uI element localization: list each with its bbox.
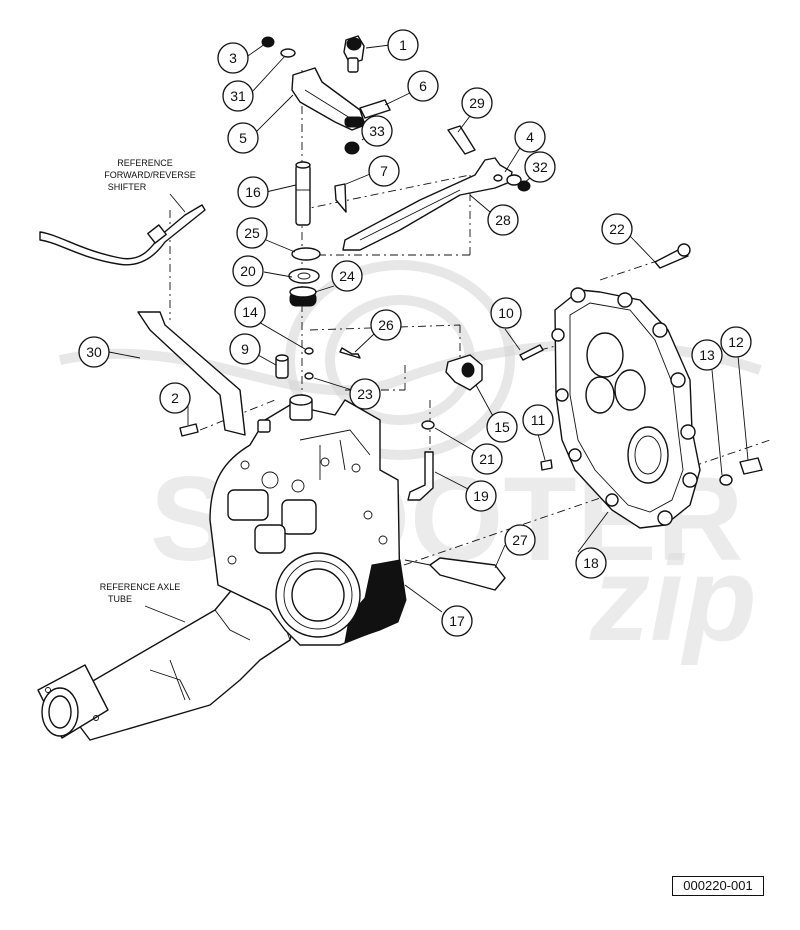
- svg-text:29: 29: [469, 95, 485, 111]
- callout-14: 14: [234, 296, 266, 328]
- shifter-cable: [39, 204, 206, 266]
- svg-text:20: 20: [240, 263, 256, 279]
- reference-shifter-label: REFERENCE FORWARD/REVERSE SHIFTER: [104, 158, 196, 213]
- svg-text:22: 22: [609, 221, 625, 237]
- callout-9: 9: [229, 333, 261, 365]
- axle-tube: [37, 579, 301, 741]
- svg-text:3: 3: [229, 50, 237, 66]
- svg-text:15: 15: [494, 419, 510, 435]
- drawing-number: 000220-001: [672, 876, 764, 896]
- svg-text:33: 33: [369, 123, 385, 139]
- callout-20: 20: [232, 255, 264, 287]
- svg-text:11: 11: [531, 412, 546, 428]
- callouts: 1 2 3 4 5 6 7 9 10 11 12 13 14 15 16 17 …: [78, 29, 752, 637]
- svg-text:10: 10: [498, 305, 514, 321]
- callout-17: 17: [441, 605, 473, 637]
- shift-lever: [342, 157, 513, 251]
- sealant-tube: [404, 557, 506, 591]
- svg-text:25: 25: [244, 225, 260, 241]
- svg-text:1: 1: [399, 37, 407, 53]
- callout-26: 26: [370, 309, 402, 341]
- svg-text:13: 13: [699, 347, 715, 363]
- callout-18: 18: [575, 547, 607, 579]
- svg-text:28: 28: [495, 212, 511, 228]
- callout-1: 1: [387, 29, 419, 61]
- callout-6: 6: [407, 70, 439, 102]
- reference-shifter-line-3: SHIFTER: [108, 182, 147, 192]
- small-parts: [137, 35, 763, 501]
- gear-case-housing: [209, 394, 407, 646]
- svg-text:31: 31: [230, 88, 246, 104]
- svg-text:5: 5: [239, 130, 247, 146]
- callout-22: 22: [601, 213, 633, 245]
- callout-15: 15: [486, 411, 518, 443]
- svg-text:17: 17: [449, 613, 465, 629]
- callout-32: 32: [524, 151, 556, 183]
- svg-text:21: 21: [479, 451, 495, 467]
- svg-text:30: 30: [86, 344, 102, 360]
- callout-16: 16: [237, 176, 269, 208]
- svg-text:19: 19: [473, 488, 489, 504]
- watermark-script: zip: [589, 532, 757, 666]
- svg-text:9: 9: [241, 341, 249, 357]
- svg-text:14: 14: [242, 304, 258, 320]
- callout-24: 24: [331, 260, 363, 292]
- svg-text:16: 16: [245, 184, 261, 200]
- reference-shifter-line-1: REFERENCE: [117, 158, 173, 168]
- callout-2: 2: [159, 382, 191, 414]
- callout-23: 23: [349, 378, 381, 410]
- svg-text:12: 12: [728, 334, 744, 350]
- reference-axle-label: REFERENCE AXLE TUBE: [100, 582, 186, 623]
- svg-text:32: 32: [532, 159, 548, 175]
- callout-5: 5: [227, 122, 259, 154]
- callout-10: 10: [490, 297, 522, 329]
- callout-4: 4: [514, 121, 546, 153]
- callout-11: 11: [522, 404, 554, 436]
- reference-axle-line-1: REFERENCE AXLE: [100, 582, 181, 592]
- svg-text:24: 24: [339, 268, 355, 284]
- bearing-plate-cover: [551, 287, 701, 529]
- svg-text:7: 7: [380, 163, 388, 179]
- callout-33: 33: [361, 115, 393, 147]
- svg-text:26: 26: [378, 317, 394, 333]
- callout-19: 19: [465, 480, 497, 512]
- callout-7: 7: [368, 155, 400, 187]
- callout-28: 28: [487, 204, 519, 236]
- svg-text:4: 4: [526, 129, 534, 145]
- shaft-washers: [288, 247, 321, 307]
- reference-shifter-line-2: FORWARD/REVERSE: [104, 170, 196, 180]
- callout-21: 21: [471, 443, 503, 475]
- callout-3: 3: [217, 42, 249, 74]
- svg-text:6: 6: [419, 78, 427, 94]
- callout-29: 29: [461, 87, 493, 119]
- svg-text:18: 18: [583, 555, 599, 571]
- callout-30: 30: [78, 336, 110, 368]
- callout-12: 12: [720, 326, 752, 358]
- reference-axle-line-2: TUBE: [108, 594, 132, 604]
- shift-lever-arm: [291, 67, 366, 131]
- leader-lines: [108, 43, 749, 613]
- svg-text:23: 23: [357, 386, 373, 402]
- callout-13: 13: [691, 339, 723, 371]
- svg-text:2: 2: [171, 390, 179, 406]
- callout-27: 27: [504, 524, 536, 556]
- svg-text:27: 27: [512, 532, 528, 548]
- callout-25: 25: [236, 217, 268, 249]
- shift-shaft: [295, 161, 311, 226]
- callout-31: 31: [222, 80, 254, 112]
